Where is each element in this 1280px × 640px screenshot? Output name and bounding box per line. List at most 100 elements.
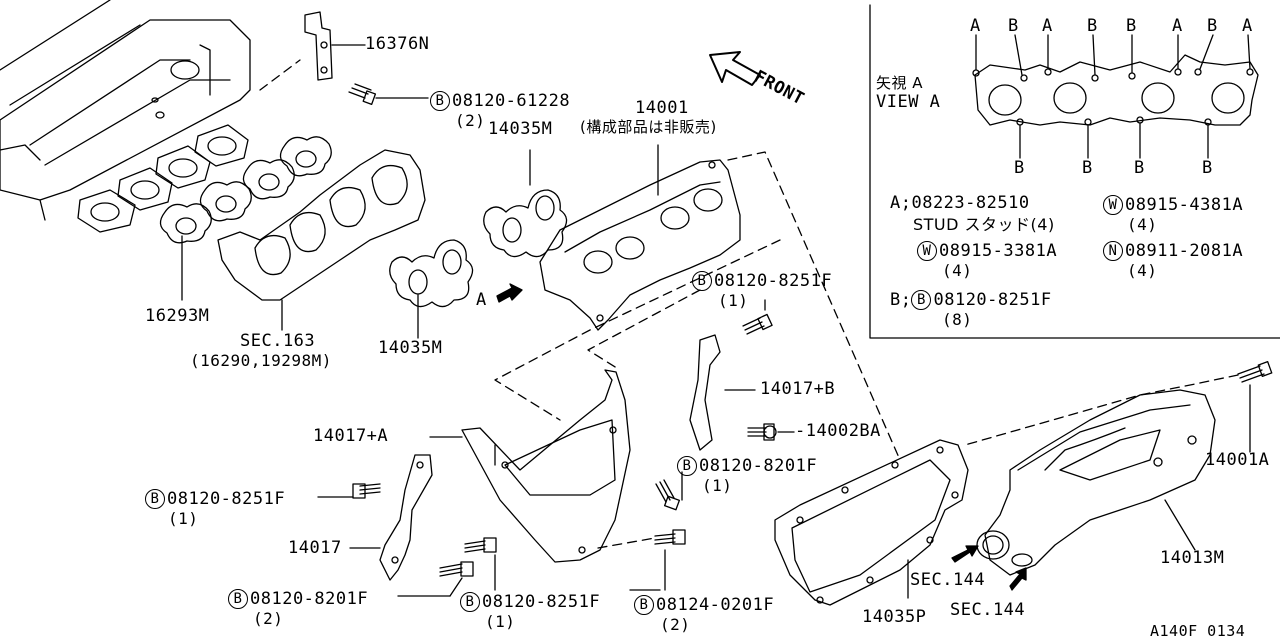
bolt-symbol-icon: B	[145, 489, 165, 509]
label-sec163-sub: (16290,19298M)	[190, 351, 332, 370]
view-a-stud-desc: STUD スタッド(4)	[913, 215, 1055, 234]
bolt-0201F	[654, 529, 686, 591]
view-a-bolt-qty: (8)	[942, 310, 973, 329]
view-a-top-letter: B	[1207, 16, 1218, 36]
part-number: 08120-8251F	[714, 271, 833, 291]
view-a-top-letter: A	[1042, 16, 1053, 36]
prefix: B;	[890, 290, 912, 310]
washer-symbol-icon: W	[1103, 195, 1123, 215]
bolt-14002BA	[747, 423, 795, 441]
view-a-bottom-letter: B	[1014, 158, 1025, 178]
part-number: 08120-8251F	[933, 290, 1052, 310]
view-a-washer-1-qty: (4)	[1127, 215, 1158, 234]
view-a-title-en: VIEW A	[876, 92, 941, 112]
part-number: 08911-2081A	[1125, 241, 1244, 261]
view-a-top-letter: A	[1172, 16, 1183, 36]
heat-insulator-14017A	[429, 369, 631, 563]
qty-8251F-bot: (1)	[485, 612, 516, 631]
bracket-14017	[349, 454, 433, 581]
bolt-symbol-icon: B	[634, 595, 654, 615]
engine-head	[0, 0, 251, 221]
view-a-bottom-letter: B	[1082, 158, 1093, 178]
bolt-symbol-icon: B	[430, 91, 450, 111]
part-number: 08120-8251F	[167, 489, 286, 509]
label-14002BA: -14002BA	[795, 421, 881, 441]
label-sec144-a: SEC.144	[910, 570, 986, 590]
gasket-14035M-mid	[389, 239, 474, 339]
label-14017A: 14017+A	[313, 426, 389, 446]
bolt-8251F-top	[742, 299, 773, 335]
view-a-box	[869, 4, 1280, 339]
part-number: 08120-8201F	[699, 456, 818, 476]
bolt-symbol-icon: B	[911, 290, 932, 310]
gasket-14035P	[774, 439, 969, 606]
view-a-washer-2-qty: (4)	[942, 261, 973, 280]
view-a-bottom-letter: B	[1202, 158, 1213, 178]
part-number: 08915-4381A	[1125, 195, 1244, 215]
bolt-8201F-bot	[397, 537, 497, 597]
part-number: 08120-8251F	[482, 592, 601, 612]
washer-symbol-icon: W	[917, 241, 937, 261]
label-14035M-mid: 14035M	[378, 338, 443, 358]
label-view-a-mark: A	[476, 290, 487, 310]
part-number: 08120-61228	[452, 91, 571, 111]
bolt-61228	[348, 83, 429, 105]
view-a-top-letter: B	[1087, 16, 1098, 36]
qty-8251F-top: (1)	[718, 291, 749, 310]
intake-manifold-sec163	[217, 149, 426, 331]
qty-8251F-left: (1)	[168, 509, 199, 528]
label-14017B: 14017+B	[760, 379, 836, 399]
view-a-bottom-letter: B	[1134, 158, 1145, 178]
view-a-top-letter: A	[970, 16, 981, 36]
qty-8201F-mid: (1)	[702, 476, 733, 495]
bracket-14017B	[689, 334, 756, 451]
label-16293M: 16293M	[145, 306, 210, 326]
stud-14001A	[1237, 361, 1273, 453]
view-a-title-jp: 矢視 A	[876, 74, 924, 92]
front-arrow	[709, 51, 761, 86]
view-a-nut-qty: (4)	[1127, 261, 1158, 280]
label-14017: 14017	[288, 538, 342, 558]
part-number: 14002BA	[805, 421, 881, 441]
gasket-14035M-top	[483, 149, 568, 258]
qty-61228: (2)	[455, 111, 486, 130]
part-number: 08915-3381A	[939, 241, 1058, 261]
exhaust-manifold-14013M	[976, 389, 1216, 576]
exhaust-manifold-14001	[539, 144, 741, 331]
nut-symbol-icon: N	[1103, 241, 1123, 261]
label-14013M: 14013M	[1160, 548, 1225, 568]
label-14001A: 14001A	[1205, 450, 1270, 470]
label-14001: 14001	[635, 98, 689, 118]
bolt-symbol-icon: B	[228, 589, 248, 609]
label-14035M-top: 14035M	[488, 119, 553, 139]
view-a-top-letter: A	[1242, 16, 1253, 36]
view-a-arrow	[496, 283, 523, 303]
view-a-top-letter: B	[1008, 16, 1019, 36]
label-14035P: 14035P	[862, 607, 927, 627]
label-16376N: 16376N	[365, 34, 430, 54]
view-a-top-letter: B	[1126, 16, 1137, 36]
label-sec163: SEC.163	[240, 331, 316, 351]
label-sec144-b: SEC.144	[950, 600, 1026, 620]
bolt-symbol-icon: B	[677, 456, 697, 476]
qty-8201F-bot: (2)	[253, 609, 284, 628]
figure-code: A140F 0134	[1150, 622, 1246, 640]
qty-0201F: (2)	[660, 615, 691, 634]
bolt-symbol-icon: B	[460, 592, 480, 612]
bolt-8251F-left	[317, 483, 381, 499]
bolt-symbol-icon: B	[692, 271, 712, 291]
part-number: 08124-0201F	[656, 595, 775, 615]
bolt-8201F-mid	[655, 471, 683, 511]
